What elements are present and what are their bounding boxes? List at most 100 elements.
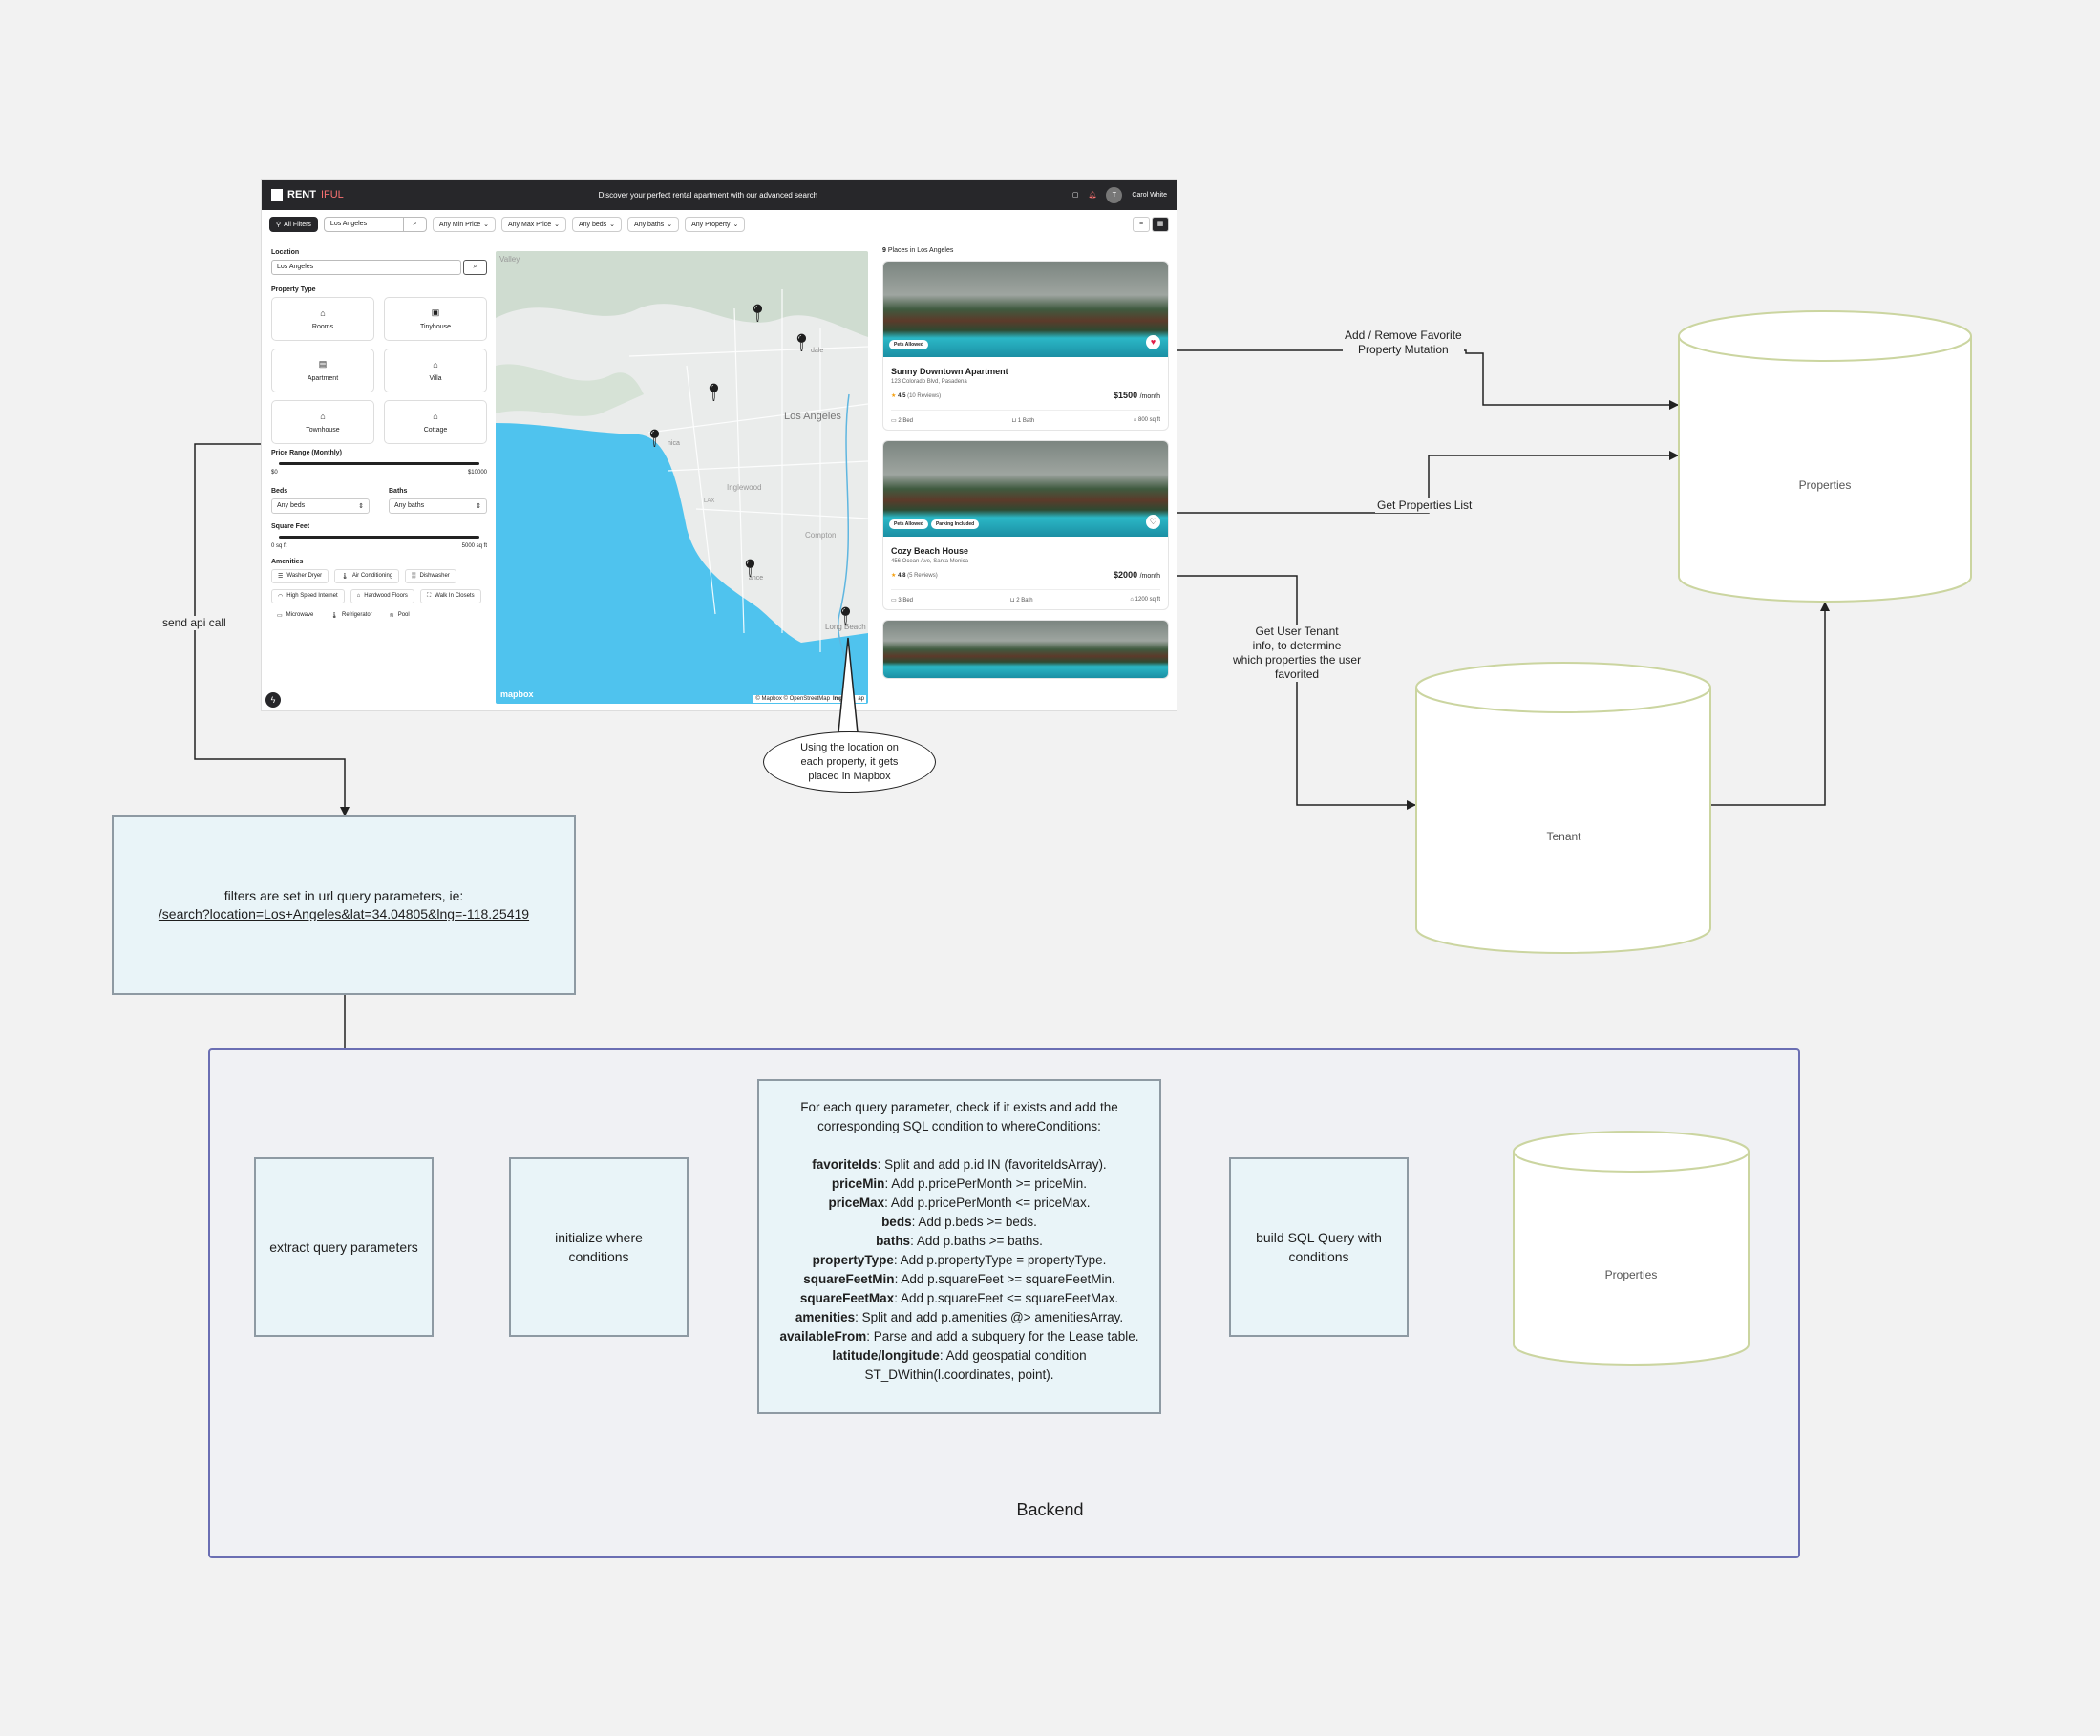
min-price-select[interactable]: Any Min Price⌄: [432, 217, 496, 232]
edge-get-properties: [1177, 451, 1679, 514]
url-box-text: filters are set in url query parameters,…: [223, 888, 464, 903]
avatar[interactable]: T: [1106, 186, 1123, 203]
location-search-input[interactable]: Los Angeles: [323, 217, 404, 232]
amenity-washer-dryer[interactable]: ☰Washer Dryer: [271, 569, 329, 583]
grid-view-icon[interactable]: ▦: [1152, 217, 1169, 232]
heart-icon[interactable]: ♥: [1146, 335, 1160, 349]
location-input[interactable]: Los Angeles: [271, 260, 461, 275]
map-pin-icon[interactable]: 📍︎: [747, 304, 769, 323]
chevron-icon: ⌄: [732, 222, 739, 228]
user-name[interactable]: Carol White: [1132, 191, 1167, 199]
bed-icon: ▭: [891, 418, 897, 424]
sql-rule: squareFeetMax: Add p.squareFeet <= squar…: [799, 1291, 1119, 1305]
extract-params-step: extract query parameters: [254, 1157, 434, 1337]
listing-rating: ★ 4.8 (5 Reviews): [891, 572, 938, 579]
sql-rule: propertyType: Add p.propertyType = prope…: [812, 1253, 1107, 1267]
edge-label-tenant: Get User Tenant info, to determine which…: [1231, 625, 1364, 682]
amenity-hardwood-floors[interactable]: ⌂Hardwood Floors: [350, 589, 414, 603]
property-type-cottage[interactable]: ⌂Cottage: [384, 400, 487, 444]
bell-icon[interactable]: 🔔︎: [1088, 192, 1097, 199]
listings-panel: 9 Places in Los Angeles Pets Allowed ♥ S…: [882, 247, 1169, 710]
map-pin-icon[interactable]: 📍︎: [791, 333, 813, 352]
amenity-dishwasher[interactable]: ▒Dishwasher: [405, 569, 456, 583]
property-type-apartment[interactable]: ▤Apartment: [271, 349, 374, 392]
price-range-label: Price Range (Monthly): [271, 450, 342, 456]
listing-price: $1500 /month: [1114, 391, 1160, 400]
thermometer-icon: 🌡︎: [341, 574, 349, 580]
search-icon[interactable]: ⌕: [463, 260, 487, 275]
backend-properties-database: Properties: [1513, 1131, 1750, 1366]
all-filters-button[interactable]: ⚲All Filters: [269, 217, 318, 232]
mapbox-logo[interactable]: mapbox: [500, 689, 534, 699]
chevron-icon: ⌄: [483, 222, 489, 228]
amenity-microwave[interactable]: ▭Microwave: [277, 612, 314, 619]
property-type-tinyhouse[interactable]: ▣Tinyhouse: [384, 297, 487, 341]
message-icon[interactable]: ▢: [1071, 192, 1079, 199]
sql-rules-list: favoriteIds: Split and add p.id IN (favo…: [769, 1155, 1150, 1385]
map-label-torrance: ance: [749, 575, 764, 582]
baths-select[interactable]: Any baths⌄: [627, 217, 680, 232]
heart-icon[interactable]: ♡: [1146, 515, 1160, 529]
map-pin-icon[interactable]: 📍︎: [703, 383, 725, 402]
chevron-icon: ⌄: [609, 222, 616, 228]
beds-dropdown[interactable]: Any beds⇕: [271, 498, 370, 514]
beds-select[interactable]: Any beds⌄: [571, 217, 623, 232]
sql-rule: baths: Add p.baths >= baths.: [876, 1234, 1043, 1248]
property-type-select[interactable]: Any Property⌄: [685, 217, 746, 232]
beds-label: Beds: [271, 488, 288, 495]
amenity-refrigerator[interactable]: 🌡︎Refrigerator: [330, 612, 372, 619]
max-price-select[interactable]: Any Max Price⌄: [500, 217, 566, 232]
baths-label: Baths: [389, 488, 408, 495]
baths-dropdown[interactable]: Any baths⇕: [389, 498, 487, 514]
mapbox-callout: Using the location on each property, it …: [763, 731, 936, 793]
property-type-villa[interactable]: ⌂Villa: [384, 349, 487, 392]
listing-card[interactable]: [882, 620, 1169, 679]
amenity-walk-in-closets[interactable]: ⛶Walk In Closets: [419, 589, 481, 603]
dishwasher-icon: ▒: [412, 573, 416, 579]
price-range-slider[interactable]: [279, 462, 479, 465]
listing-address: 123 Colorado Blvd, Pasadena: [891, 379, 967, 385]
map-pin-icon[interactable]: 📍︎: [739, 559, 761, 578]
amenity-air-conditioning[interactable]: 🌡︎Air Conditioning: [334, 569, 400, 583]
search-icon[interactable]: ⌕: [403, 217, 427, 232]
microwave-icon: ▭: [277, 613, 283, 619]
house-icon: ⌂: [1133, 417, 1137, 423]
list-view-icon[interactable]: ≡: [1133, 217, 1150, 232]
sql-intro: For each query parameter, check if it ex…: [800, 1100, 1118, 1133]
property-map[interactable]: Valley Los Angeles Inglewood Compton nic…: [496, 251, 868, 704]
washer-icon: ☰: [278, 574, 284, 580]
edge-tenant-info: [1177, 575, 1416, 810]
amenity-high-speed-internet[interactable]: ◠High Speed Internet: [271, 589, 345, 603]
property-type-townhouse[interactable]: ⌂Townhouse: [271, 400, 374, 444]
map-label-inglewood: Inglewood: [727, 483, 762, 492]
sql-rule: beds: Add p.beds >= beds.: [881, 1215, 1037, 1229]
listing-card[interactable]: Pets Allowed ♥ Sunny Downtown Apartment …: [882, 261, 1169, 431]
square-feet-slider[interactable]: [279, 536, 479, 539]
price-min: $0: [271, 470, 278, 476]
bolt-icon[interactable]: ϟ: [265, 692, 281, 708]
properties-db-label: Properties: [1798, 478, 1852, 492]
sqft-max: 5000 sq ft: [461, 543, 487, 549]
home-icon: ⌂: [320, 307, 326, 318]
map-pin-icon[interactable]: 📍︎: [644, 429, 666, 448]
sql-rule: favoriteIds: Split and add p.id IN (favo…: [812, 1157, 1107, 1172]
edge-tenant-properties: [1704, 602, 1830, 810]
bed-icon: ▭: [891, 598, 897, 603]
listing-title[interactable]: Cozy Beach House: [891, 546, 969, 556]
tenant-database: Tenant: [1415, 662, 1712, 954]
build-query-step: build SQL Query with conditions: [1229, 1157, 1409, 1337]
listing-baths: ⊔ 1 Bath: [1011, 418, 1035, 424]
property-type-rooms[interactable]: ⌂Rooms: [271, 297, 374, 341]
url-example-link[interactable]: /search?location=Los+Angeles&lat=34.0480…: [158, 906, 530, 921]
callout-pointer: [838, 637, 859, 733]
sqft-min: 0 sq ft: [271, 543, 287, 549]
map-pin-icon[interactable]: 📍︎: [835, 606, 857, 625]
star-icon: ★: [891, 572, 897, 579]
amenity-pool[interactable]: ≋Pool: [389, 612, 410, 619]
chevron-icon: ⇕: [476, 503, 481, 510]
listing-baths: ⊔ 2 Bath: [1009, 598, 1033, 603]
listing-title[interactable]: Sunny Downtown Apartment: [891, 367, 1008, 376]
wifi-icon: ◠: [278, 594, 284, 600]
